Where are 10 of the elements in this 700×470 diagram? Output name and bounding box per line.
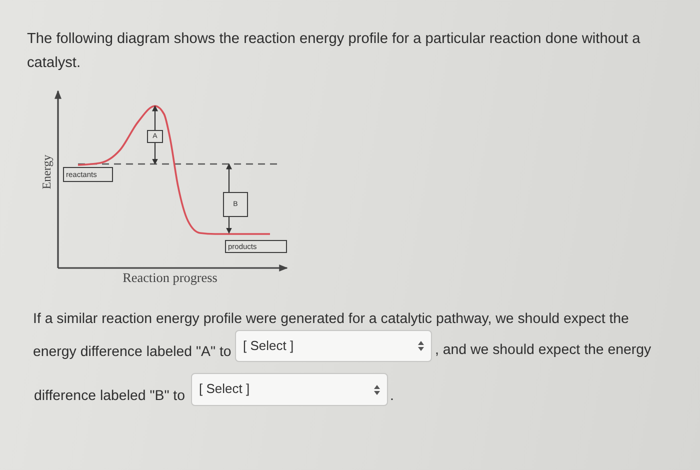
- axis-label: Reaction progress: [122, 270, 218, 286]
- axis-label: Energy: [40, 154, 54, 190]
- question-text: , and we should expect the energy: [435, 342, 652, 359]
- question-text: energy difference labeled "A" to: [33, 344, 232, 361]
- question-text: If a similar reaction energy profile were generated for a catalytic pathway, we should expect the: [33, 311, 629, 328]
- question-text: difference labeled "B" to: [34, 388, 185, 405]
- select-dropdown: [ Select ]: [191, 373, 388, 406]
- intro-text: The following diagram shows the reaction energy profile for a particular reaction done without a catalyst.: [27, 30, 642, 73]
- select-dropdown: [ Select ]: [235, 330, 432, 362]
- punctuation-text: .: [390, 388, 394, 405]
